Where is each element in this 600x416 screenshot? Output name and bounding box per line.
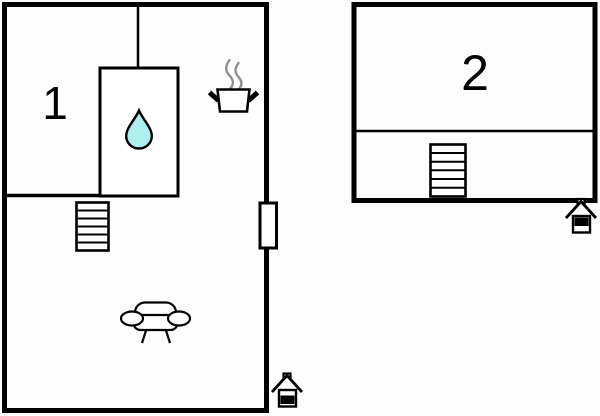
floor-2-plan: 2 — [351, 2, 598, 234]
stairs-icon — [75, 201, 110, 252]
floor-2-outer-walls — [351, 2, 598, 203]
house-level-icon-lower-filled — [270, 372, 304, 408]
water-drop-icon — [124, 107, 154, 150]
cooking-pot-icon — [207, 58, 260, 113]
steam-line-icon — [224, 58, 235, 91]
pot-handle-left — [207, 90, 221, 103]
door-marker — [258, 201, 278, 250]
stairs-icon — [429, 143, 467, 198]
floor-1-label: 1 — [42, 77, 68, 129]
pot-body — [216, 88, 251, 113]
floor-2-label: 2 — [461, 45, 489, 101]
pot-handle-right — [246, 90, 260, 103]
house-level-icon-upper-filled — [564, 197, 598, 234]
sofa-icon — [119, 301, 192, 344]
steam-line-icon — [234, 61, 243, 91]
floor-1-plan: 1 — [2, 2, 304, 413]
